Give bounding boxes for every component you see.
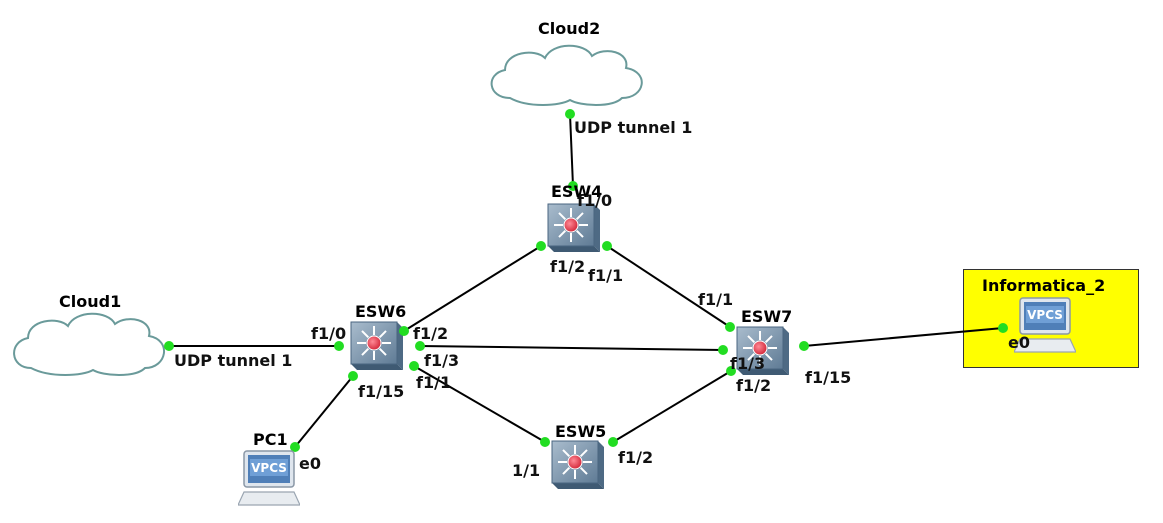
port-label: f1/15 — [358, 382, 405, 401]
port-label: UDP tunnel 1 — [574, 118, 693, 137]
vpcs-icon[interactable]: VPCS — [1013, 297, 1077, 355]
port-label: f1/3 — [730, 354, 766, 373]
node-label-esw5: ESW5 — [555, 422, 607, 441]
port-label: f1/2 — [736, 376, 772, 395]
link-esw6-esw7[interactable] — [419, 345, 724, 351]
link-esw6-pc1[interactable] — [294, 375, 354, 448]
node-label-esw4: ESW4 — [551, 182, 603, 201]
link-esw6-esw5[interactable] — [413, 365, 546, 443]
link-esw4-esw7[interactable] — [606, 245, 731, 328]
port-label: f1/15 — [805, 368, 852, 387]
node-label-pc1: PC1 — [253, 430, 288, 449]
port-label: e0 — [1008, 333, 1030, 352]
port-label: f1/1 — [588, 266, 624, 285]
port-label: f1/2 — [550, 257, 586, 276]
switch-icon[interactable] — [547, 203, 600, 252]
node-label-esw6: ESW6 — [355, 302, 407, 321]
vpcs-screen-text: VPCS — [1027, 308, 1063, 322]
vpcs-icon[interactable]: VPCS — [237, 450, 301, 508]
switch-icon[interactable] — [551, 440, 604, 489]
port-label: e0 — [299, 454, 321, 473]
switch-icon[interactable] — [736, 326, 789, 375]
port-label: f1/1 — [416, 373, 452, 392]
port-label: f1/1 — [698, 290, 734, 309]
vpcs-screen-text: VPCS — [251, 461, 287, 475]
node-label-cloud1: Cloud1 — [59, 292, 122, 311]
node-label-esw7: ESW7 — [741, 307, 793, 326]
link-esw4-esw6[interactable] — [403, 245, 542, 332]
port-label: UDP tunnel 1 — [174, 351, 293, 370]
port-label: f1/0 — [577, 191, 613, 210]
link-esw7-informatica2[interactable] — [803, 327, 1004, 347]
cloud-icon[interactable] — [13, 312, 166, 376]
link-esw7-esw5[interactable] — [612, 370, 732, 443]
port-label: f1/2 — [618, 448, 654, 467]
node-label-cloud2: Cloud2 — [538, 19, 601, 38]
port-label: f1/2 — [413, 324, 449, 343]
switch-icon[interactable] — [350, 321, 403, 370]
cloud-icon[interactable] — [490, 44, 643, 106]
port-label: 1/1 — [512, 461, 541, 480]
node-label-informatica2: Informatica_2 — [982, 276, 1106, 295]
port-label: f1/0 — [311, 324, 347, 343]
link-cloud2-esw4[interactable] — [569, 113, 574, 187]
port-label: f1/3 — [424, 351, 460, 370]
